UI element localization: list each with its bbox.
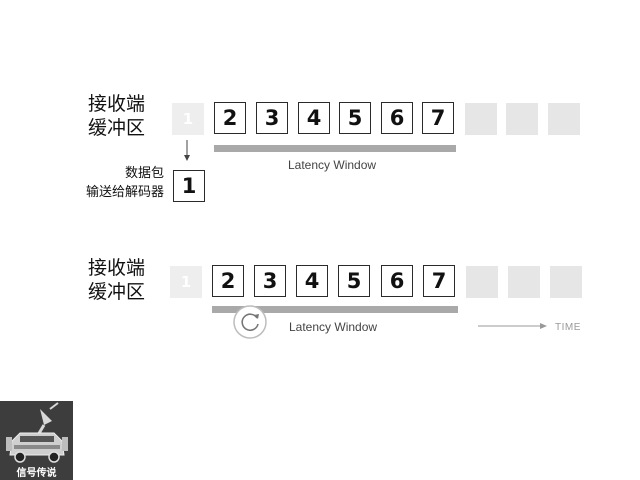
buffer-label-bottom-line2: 缓冲区 [88, 281, 146, 303]
arrow-right-icon [478, 323, 547, 329]
decoder-output-label-line1: 数据包 [124, 166, 164, 181]
time-axis-label: TIME [555, 322, 581, 333]
packet-cell-top-3: 3 [256, 102, 288, 134]
packet-cell-bottom-6: 6 [381, 265, 413, 297]
packet-cell-bottom-5: 5 [338, 265, 370, 297]
latency-window-bar-bottom [212, 306, 458, 313]
arrow-down-icon [184, 140, 190, 161]
latency-window-bar-top [214, 145, 456, 152]
ghost-packet-bottom: 1 [170, 266, 202, 298]
packet-cell-top-4: 4 [298, 102, 330, 134]
refresh-icon [233, 305, 267, 339]
packet-cell-top-7: 7 [422, 102, 454, 134]
empty-slot-bottom-1 [466, 266, 498, 298]
empty-slot-bottom-2 [508, 266, 540, 298]
latency-window-label-bottom: Latency Window [289, 320, 378, 334]
buffer-label-bottom-line1: 接收端 [88, 257, 146, 279]
latency-window-label-top: Latency Window [288, 158, 377, 172]
buffer-label-top: 接收端 缓冲区 [88, 92, 145, 140]
packet-cell-bottom-2: 2 [212, 265, 244, 297]
packet-cell-bottom-4: 4 [296, 265, 328, 297]
empty-slot-top-1 [465, 103, 497, 135]
decoder-output-label-line2: 输送给解码器 [85, 185, 164, 200]
packet-cell-bottom-3: 3 [254, 265, 286, 297]
brand-logo: 信号传说 [0, 401, 73, 480]
packet-cell-top-5: 5 [339, 102, 371, 134]
empty-slot-top-2 [506, 103, 538, 135]
empty-slot-bottom-3 [550, 266, 582, 298]
brand-logo-text: 信号传说 [16, 468, 57, 479]
packet-cell-top-2: 2 [214, 102, 246, 134]
packet-cell-top-6: 6 [381, 102, 413, 134]
car-antenna-logo-icon [6, 402, 68, 463]
decoder-packet-cell: 1 [173, 170, 205, 202]
buffer-label-top-line2: 缓冲区 [88, 117, 146, 139]
buffer-label-top-line1: 接收端 [88, 93, 146, 115]
packet-cell-bottom-7: 7 [423, 265, 455, 297]
buffer-label-bottom: 接收端 缓冲区 [88, 256, 145, 304]
empty-slot-top-3 [548, 103, 580, 135]
ghost-packet-top: 1 [172, 103, 204, 135]
decoder-output-label: 数据包 输送给解码器 [68, 164, 164, 202]
